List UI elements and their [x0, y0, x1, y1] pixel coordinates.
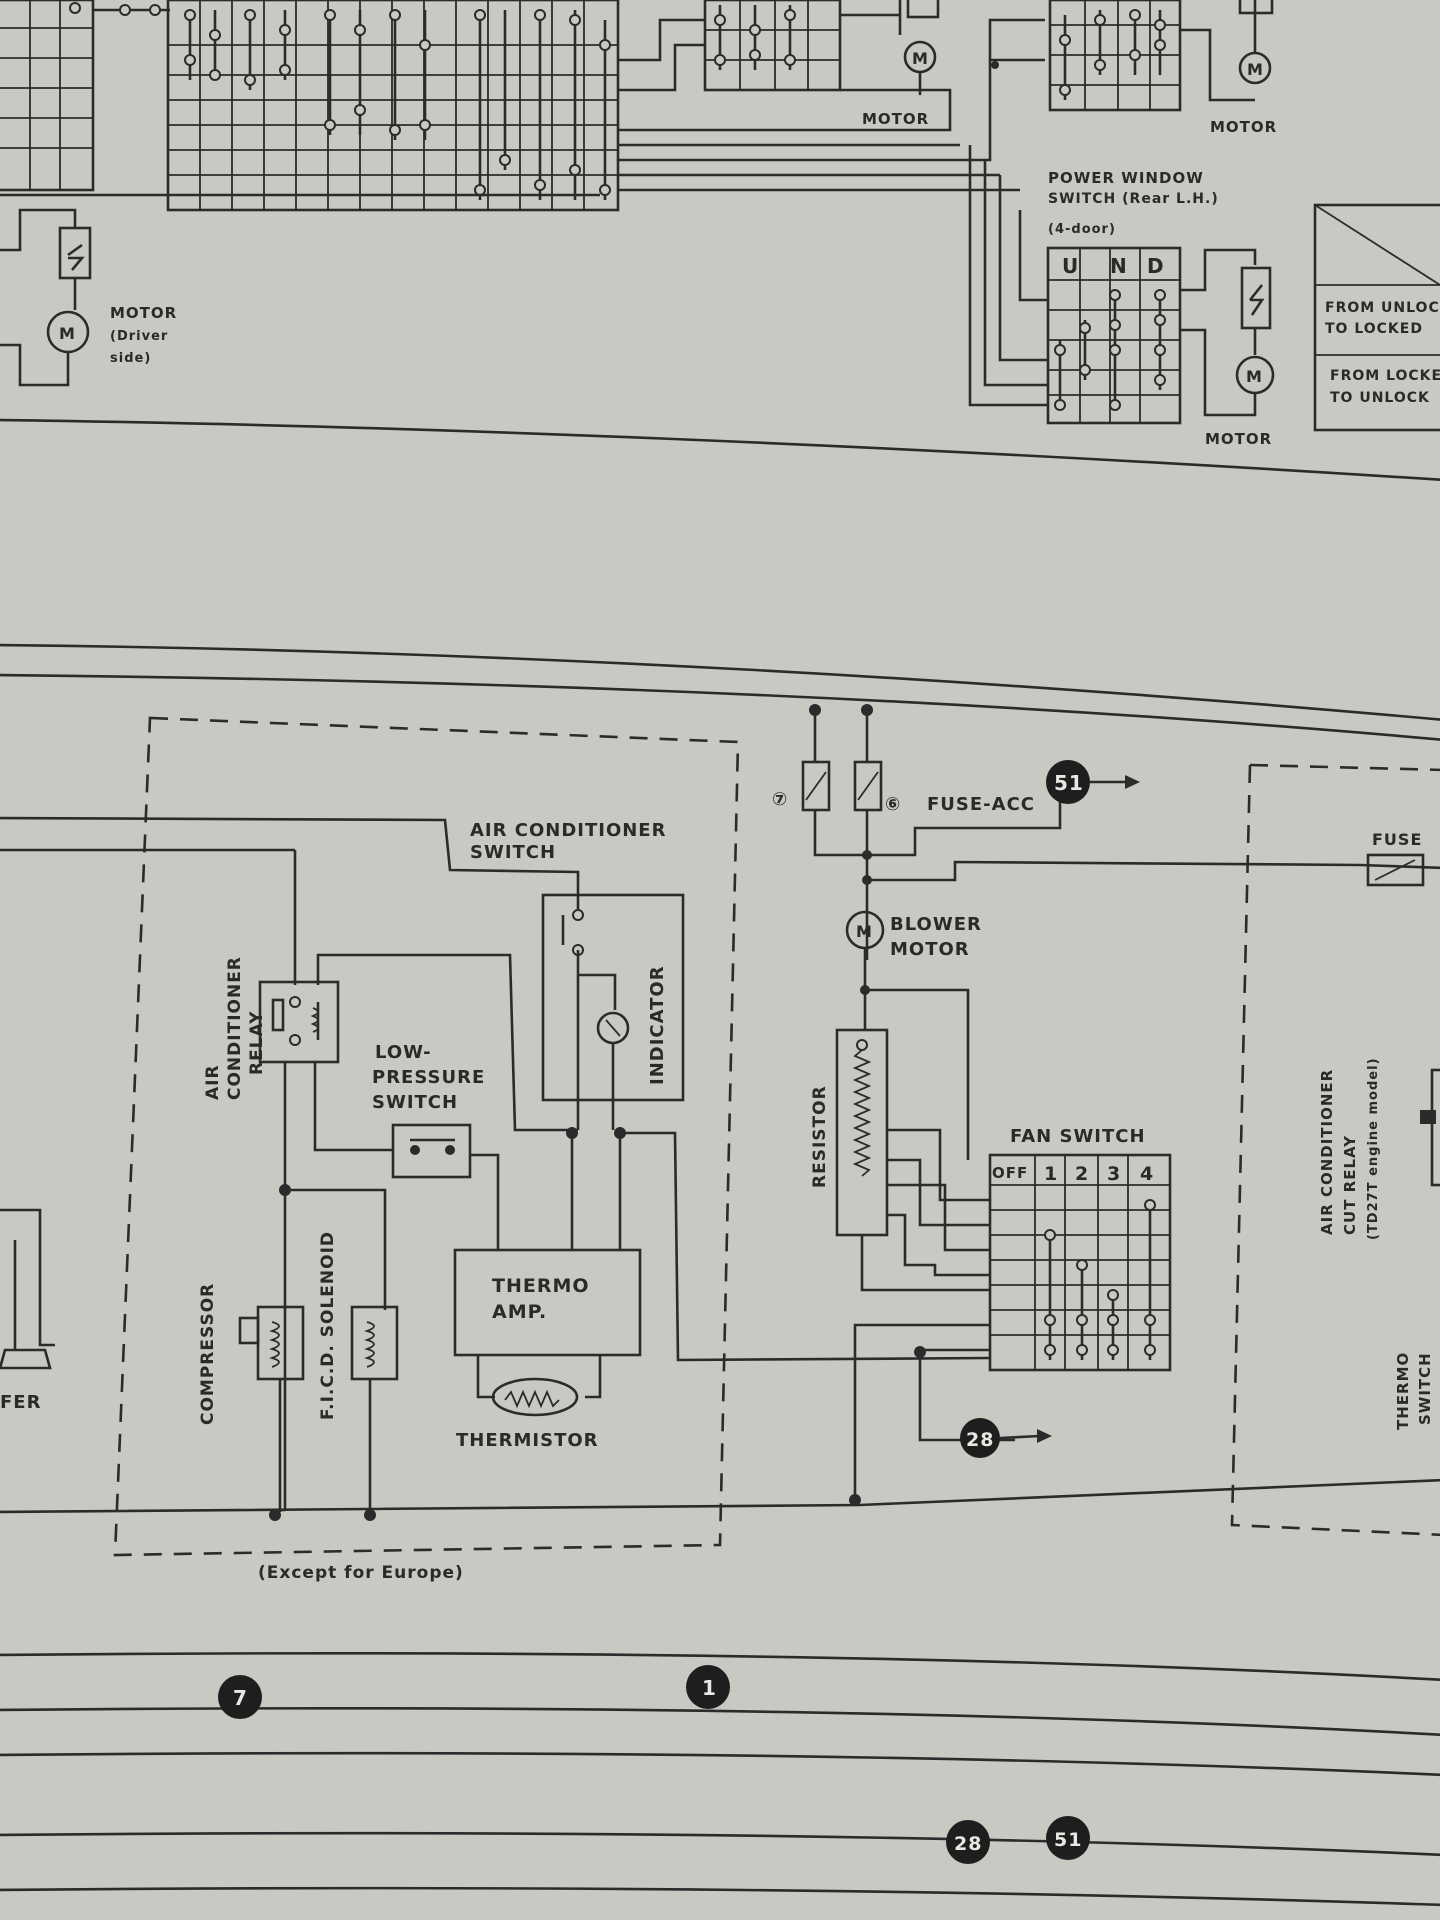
badge-7: 7: [218, 1675, 262, 1719]
switch-col-u: U: [1062, 254, 1079, 278]
svg-text:SWITCH: SWITCH: [1416, 1352, 1434, 1425]
svg-text:M: M: [912, 49, 929, 68]
driver-motor-label-1: MOTOR: [110, 304, 177, 322]
svg-text:M: M: [1247, 60, 1264, 79]
svg-text:SWITCH (Rear L.H.): SWITCH (Rear L.H.): [1048, 191, 1219, 207]
fuse-acc-label: FUSE-ACC: [927, 794, 1035, 815]
svg-text:BLOWER: BLOWER: [890, 914, 982, 935]
motor-rear-label: MOTOR: [1205, 430, 1272, 448]
driver-motor-label-3: side): [110, 351, 151, 366]
ac-relay: AIR CONDITIONER RELAY: [203, 956, 340, 1100]
svg-text:THERMISTOR: THERMISTOR: [456, 1430, 599, 1451]
svg-text:COMPRESSOR: COMPRESSOR: [198, 1283, 218, 1425]
svg-text:MOTOR: MOTOR: [890, 939, 970, 960]
svg-text:M: M: [856, 922, 873, 941]
connector-grid-left: [0, 0, 170, 192]
badge-1: 1: [686, 1665, 730, 1709]
fan-pos-2: 2: [1075, 1163, 1089, 1185]
svg-text:SWITCH: SWITCH: [372, 1092, 458, 1113]
svg-text:THERMO: THERMO: [1394, 1352, 1412, 1430]
upper-section: M MOTOR: [0, 0, 1440, 481]
svg-text:RELAY: RELAY: [247, 1011, 267, 1075]
indicator-label: INDICATOR: [647, 965, 668, 1085]
svg-text:CONDITIONER: CONDITIONER: [225, 956, 245, 1100]
fan-pos-3: 3: [1107, 1163, 1121, 1185]
svg-text:CUT RELAY: CUT RELAY: [1341, 1135, 1359, 1235]
driver-motor-label-2: (Driver: [110, 329, 168, 344]
svg-text:(4-door): (4-door): [1048, 222, 1116, 237]
svg-text:7: 7: [233, 1686, 248, 1710]
left-fragment: FER: [0, 1208, 55, 1413]
svg-text:⑥: ⑥: [885, 794, 901, 815]
motor-top-label-1: MOTOR: [862, 110, 929, 128]
svg-text:POWER WINDOW: POWER WINDOW: [1048, 169, 1204, 187]
svg-text:AMP.: AMP.: [492, 1301, 547, 1323]
connector-grid-top-right: M MOTOR: [1048, 0, 1277, 136]
switch-col-d: D: [1147, 254, 1165, 278]
svg-text:TO LOCKED: TO LOCKED: [1325, 321, 1423, 337]
connector-grid-small: M MOTOR: [703, 0, 940, 128]
svg-text:28: 28: [966, 1429, 994, 1451]
ac-switch-group: AIR CONDITIONER SWITCH INDICATOR: [470, 820, 685, 1130]
fuse-label: FUSE: [1372, 830, 1422, 849]
lock-table: FROM UNLOCK TO LOCKED FROM LOCKED TO UNL…: [1313, 203, 1440, 432]
except-europe-boundary: [113, 716, 740, 1557]
ac-switch-label-1: AIR CONDITIONER: [470, 820, 666, 841]
svg-text:51: 51: [1054, 771, 1084, 795]
svg-text:M: M: [59, 324, 76, 343]
svg-text:⑦: ⑦: [772, 789, 788, 810]
fan-pos-off: OFF: [992, 1164, 1028, 1182]
power-window-switch-grid: U N D: [1046, 246, 1182, 425]
svg-text:M: M: [1246, 367, 1263, 386]
fan-switch: FAN SWITCH OFF 1 2 3 4: [849, 1126, 1172, 1506]
fan-pos-4: 4: [1140, 1163, 1154, 1185]
bottom-band: 7 1 28 51: [0, 1651, 1440, 1907]
svg-text:F.I.C.D. SOLENOID: F.I.C.D. SOLENOID: [318, 1231, 338, 1420]
badge-51-top: 51: [1046, 760, 1140, 804]
svg-text:THERMO: THERMO: [492, 1275, 590, 1297]
power-window-switch-label: POWER WINDOW SWITCH (Rear L.H.) (4-door): [1048, 169, 1219, 237]
badge-28-mid: 28: [960, 1418, 1052, 1458]
svg-text:PRESSURE: PRESSURE: [372, 1067, 485, 1088]
driver-motor-group: M MOTOR (Driver side): [0, 208, 177, 387]
fan-switch-label: FAN SWITCH: [1010, 1126, 1146, 1147]
svg-text:FROM LOCKED: FROM LOCKED: [1330, 368, 1440, 384]
thermistor: THERMISTOR: [456, 1355, 602, 1451]
fuse-acc-group: ⑦ ⑥ FUSE-ACC: [772, 704, 1440, 960]
svg-text:AIR: AIR: [203, 1064, 223, 1100]
svg-text:RESISTOR: RESISTOR: [810, 1085, 830, 1188]
connector-grid-main: [166, 0, 620, 212]
switch-col-n: N: [1110, 254, 1128, 278]
svg-text:AIR CONDITIONER: AIR CONDITIONER: [1318, 1069, 1336, 1235]
ficd-solenoid: F.I.C.D. SOLENOID: [318, 1231, 399, 1512]
svg-text:LOW-: LOW-: [375, 1042, 432, 1063]
svg-text:TO UNLOCK: TO UNLOCK: [1330, 390, 1430, 406]
ac-section: (Except for Europe) AIR CONDITIONER SWIT…: [0, 643, 1440, 1583]
thermo-amp: THERMO AMP.: [453, 1127, 991, 1362]
upper-bus-lines: [0, 18, 1045, 197]
svg-text:1: 1: [702, 1676, 717, 1700]
except-europe-note: (Except for Europe): [258, 1563, 464, 1583]
svg-text:(TD27T engine model): (TD27T engine model): [1366, 1057, 1381, 1240]
fer-fragment: FER: [0, 1392, 41, 1413]
svg-text:28: 28: [954, 1833, 982, 1855]
cut-relay-area: FUSE AIR CONDITIONER CUT RELAY (TD27T en…: [1230, 763, 1440, 1537]
rear-motor-group: M MOTOR: [968, 145, 1275, 448]
low-pressure-switch: LOW- PRESSURE SWITCH: [372, 1042, 500, 1250]
svg-text:51: 51: [1054, 1829, 1082, 1851]
motor-top-label-2: MOTOR: [1210, 118, 1277, 136]
resistor: RESISTOR: [810, 1028, 990, 1292]
svg-text:FROM UNLOCK: FROM UNLOCK: [1325, 300, 1440, 316]
badge-28-bottom: 28: [946, 1820, 990, 1864]
badge-51-bottom: 51: [1046, 1816, 1090, 1860]
fan-pos-1: 1: [1044, 1163, 1058, 1185]
ac-switch-label-2: SWITCH: [470, 842, 556, 863]
blower-motor: M BLOWER MOTOR: [845, 910, 982, 1160]
compressor: COMPRESSOR: [198, 1283, 305, 1512]
